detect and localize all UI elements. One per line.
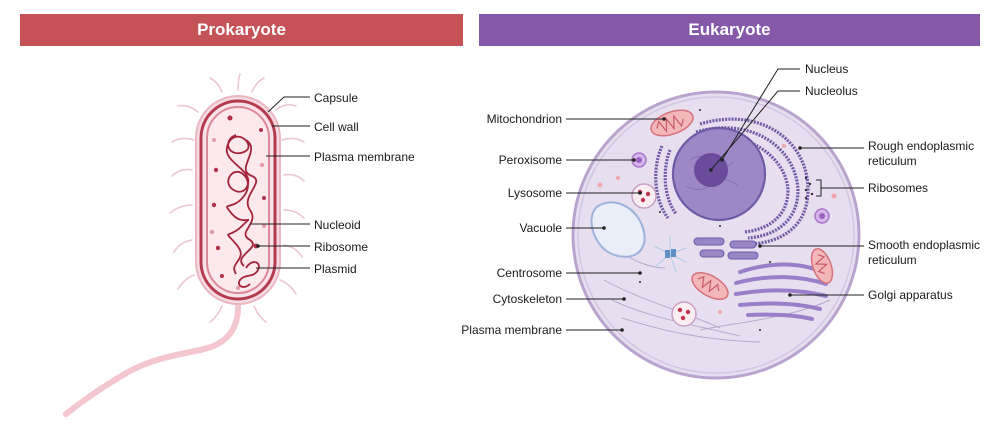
eukaryote-title: Eukaryote [479,14,980,46]
label-plasmid: Plasmid [314,262,357,276]
flagellum [63,297,242,417]
nucleoid [225,134,258,275]
label-mitochondrion: Mitochondrion [487,112,562,126]
ribosomes-pro [209,115,266,290]
lysosome-2 [671,301,697,327]
plasmid [238,261,260,288]
label-golgi: Golgi apparatus [868,288,953,302]
bacterium [63,73,305,417]
pili [169,73,305,323]
label-rough-er-line2: reticulum [868,154,917,168]
label-lysosome: Lysosome [508,186,563,200]
label-ribosomes: Ribosomes [868,181,928,195]
free-ribosomes [639,109,814,331]
rough-er [654,117,810,246]
vesicles [597,144,837,314]
label-nucleus: Nucleus [805,62,848,76]
label-vacuole: Vacuole [520,221,563,235]
label-rough-er-line1: Rough endoplasmic [868,139,974,153]
cytoskeleton-fibers [603,249,831,343]
label-smooth-er-line2: reticulum [868,253,917,267]
eukaryote-leaders [566,68,864,332]
peroxisome-2 [814,208,830,224]
prokaryote-title: Prokaryote [20,14,463,46]
label-cytoskeleton: Cytoskeleton [493,292,562,306]
label-ribosome: Ribosome [314,240,368,254]
plasma-membrane [206,106,270,294]
label-smooth-er-line1: Smooth endoplasmic [868,238,980,252]
label-nucleolus: Nucleolus [805,84,858,98]
label-centrosome: Centrosome [497,266,563,280]
smooth-er [693,237,759,260]
eukaryotic-cell [571,90,861,380]
mitochondria [650,109,834,300]
prokaryote-leaders [250,96,310,269]
label-plasma-membrane-pro: Plasma membrane [314,150,415,164]
golgi-apparatus [734,262,828,321]
lysosome [631,183,657,209]
label-plasma-membrane-euk: Plasma membrane [461,323,562,337]
label-cell-wall: Cell wall [314,120,359,134]
label-capsule: Capsule [314,91,358,105]
centrosome [653,236,687,273]
label-nucleoid: Nucleoid [314,218,361,232]
label-peroxisome: Peroxisome [499,153,563,167]
